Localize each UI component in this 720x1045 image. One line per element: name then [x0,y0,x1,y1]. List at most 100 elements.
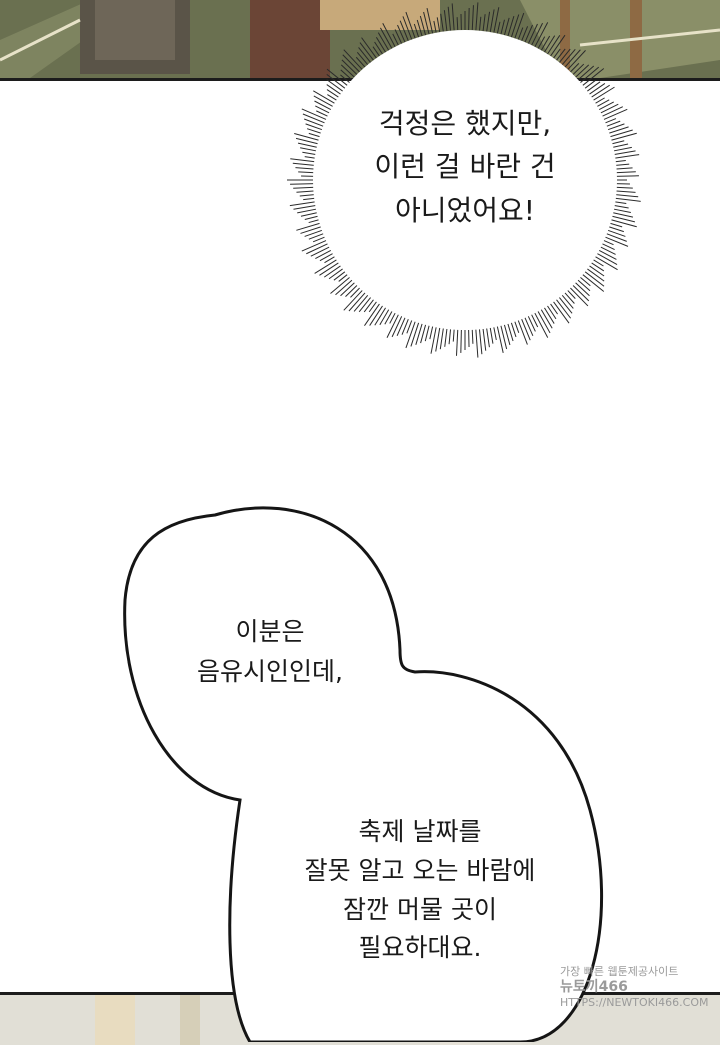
round-line-2: 음유시인인데, [160,652,380,692]
burst-ray [327,90,340,98]
burst-ray [580,277,591,286]
burst-ray [614,164,629,165]
burst-ray [345,285,357,297]
burst-ray [601,107,623,117]
burst-ray [344,290,363,311]
burst-ray [315,106,330,114]
burst-ray [528,316,535,331]
burst-ray [598,250,617,260]
burst-ray [356,57,365,67]
burst-ray [525,318,533,336]
burst-ray [541,36,550,51]
burst-ray [613,205,629,208]
burst-ray [615,191,636,193]
watermark-line-3: HTTPS://NEWTOKI466.COM [560,996,720,1010]
burst-ray [604,119,616,124]
burst-ray [518,28,523,40]
burst-ray [293,187,315,188]
burst-ray [487,328,490,347]
burst-ray [582,274,604,292]
burst-ray [582,69,604,87]
round-line-6: 필요하대요. [255,929,585,968]
burst-ray [596,100,609,107]
burst-ray [483,329,486,351]
burst-ray [609,130,633,137]
burst-ray [614,198,641,201]
burst-ray [515,13,524,38]
burst-ray [611,141,625,144]
round-bubble-text-top: 이분은 음유시인인데, [160,612,380,692]
burst-ray [398,25,406,42]
round-line-3: 축제 날짜를 [255,813,585,852]
burst-ray [457,17,458,30]
burst-ray [380,309,389,325]
burst-ray [400,21,408,41]
watermark-line-2: 뉴토끼466 [560,979,720,997]
burst-ray [570,287,588,306]
burst-ray [296,191,315,192]
burst-ray [430,326,433,339]
burst-ray [612,147,632,151]
burst-ray [444,10,447,31]
burst-ray [411,323,419,347]
burst-ray [525,25,533,42]
burst-ray [448,7,450,31]
burst-ray [476,2,478,30]
burst-ray [611,144,628,148]
burst-ray [472,5,473,30]
burst-ray [570,63,579,72]
burst-ray [290,202,317,206]
burst-ray [293,205,317,209]
burst-ray [290,184,315,185]
burst-ray [406,321,415,347]
burst-ray [320,253,334,261]
burst-ray [452,3,454,30]
burst-ray [604,237,628,247]
burst-ray [501,20,505,35]
burst-ray [479,17,480,31]
burst-ray [314,101,332,110]
burst-ray [327,69,348,86]
burst-ray [378,33,389,51]
burst-ray [329,268,344,279]
burst-ray [567,50,585,70]
burst-ray [359,297,371,312]
burst-ray [300,226,322,233]
round-line-5: 잠깐 머물 곳이 [255,891,585,930]
burst-ray [615,172,636,173]
burst-ray [294,134,320,141]
burst-ray [297,209,318,213]
burst-ray [487,12,490,32]
burst-ray [497,22,500,34]
burst-ray [609,223,622,227]
burst-ray [437,17,440,32]
burst-ray [469,8,470,30]
burst-ray [300,148,318,151]
burst-ray [357,52,368,65]
burst-ray [613,155,639,159]
burst-line-2: 이런 걸 바란 건 [335,145,595,188]
burst-ray [588,265,604,276]
burst-ray [449,329,450,344]
burst-ray [610,133,637,140]
burst-ray [528,24,537,44]
burst-ray [290,159,316,162]
burst-ray [586,82,600,92]
burst-bubble-text: 걱정은 했지만, 이런 걸 바란 건 아니었어요! [335,102,595,232]
site-watermark: 가장 빠른 웹툰제공사이트 뉴토끼466 HTTPS://NEWTOKI466.… [560,965,720,1010]
burst-ray [453,330,454,342]
watermark-line-1: 가장 빠른 웹툰제공사이트 [560,965,720,979]
burst-ray [315,250,332,259]
burst-ray [544,36,555,53]
burst-ray [615,187,633,188]
burst-ray [296,223,321,230]
burst-ray [397,318,405,336]
burst-ray [479,329,481,354]
burst-ray [369,301,377,312]
burst-ray [490,328,493,344]
burst-ray [341,70,353,81]
burst-ray [334,271,346,280]
burst-ray [436,328,440,352]
round-line-1: 이분은 [160,612,380,652]
burst-ray [559,49,570,63]
